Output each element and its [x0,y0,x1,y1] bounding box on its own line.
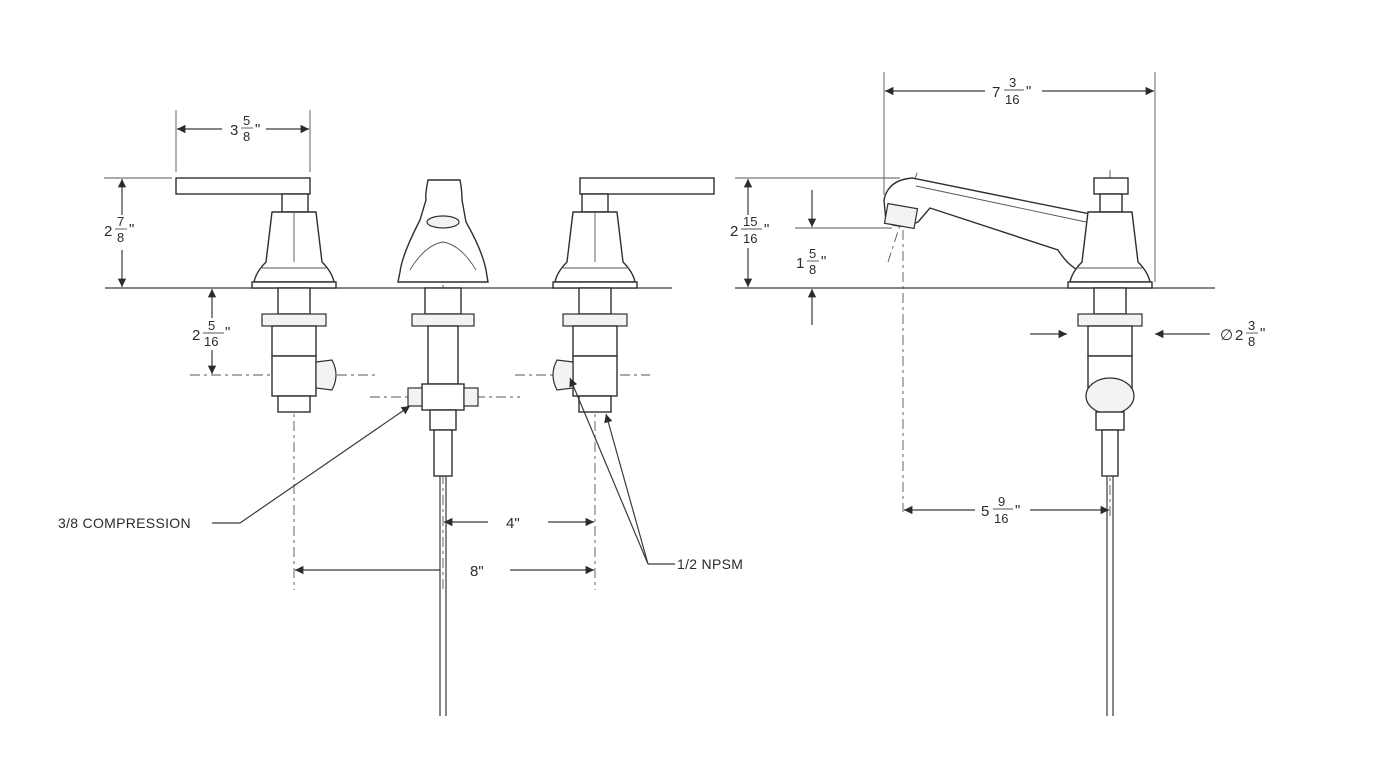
right-lever-handle [579,177,715,195]
dim-spout-center-whole: 5 [981,503,989,520]
dim-handle-width-num: 5 [243,113,250,128]
right-valve [552,177,715,413]
dim-aerator-height-unit: " [821,253,826,270]
callout-npsm: 1/2 NPSM [569,377,743,572]
dim-handle-width-den: 8 [243,129,250,144]
dim-handle-height: 2 7 8 " [104,177,172,287]
dim-base-diameter-num: 3 [1248,318,1255,333]
dim-spread-8: 8" [295,563,594,580]
dim-spout-height-whole: 2 [730,223,738,240]
dim-aerator-height-whole: 1 [796,255,804,272]
dim-below-deck-den: 16 [204,334,218,349]
dim-handle-height-den: 8 [117,230,124,245]
dim-below-deck-num: 5 [208,318,215,333]
dim-handle-width-unit: " [255,121,260,138]
callout-compression-label: 3/8 COMPRESSION [58,515,191,531]
right-handle-hub [581,193,609,213]
spout-body-front [397,179,489,283]
dim-spout-center-den: 16 [994,511,1008,526]
dim-spout-height-unit: " [764,221,769,238]
left-handle-hub [281,193,309,213]
front-spout [397,179,489,716]
dim-spout-height-num: 15 [743,214,757,229]
dim-spout-height: 2 15 16 " [730,177,900,287]
dim-handle-height-num: 7 [117,214,124,229]
dim-handle-width: 3 5 8 " [175,110,311,172]
dim-center-4-label: 4" [506,515,520,532]
dim-spout-reach-den: 16 [1005,92,1019,107]
dim-base-diameter-whole: 2 [1235,327,1243,344]
dim-base-diameter: ∅ 2 3 8 " [1030,318,1265,349]
left-lever-handle [175,177,311,195]
dim-base-diameter-unit: " [1260,325,1265,342]
dim-below-deck: 2 5 16 " [192,289,230,374]
dim-spout-center: 5 9 16 " [904,494,1110,526]
callout-npsm-label: 1/2 NPSM [677,556,743,572]
side-view: 7 3 16 " 2 15 16 " 1 5 8 " [730,72,1265,716]
dim-aerator-height: 1 5 8 " [795,190,892,325]
dim-spout-reach-unit: " [1026,83,1031,100]
dim-spread-8-label: 8" [470,563,484,580]
dim-spout-reach-num: 3 [1009,75,1016,90]
dim-handle-height-whole: 2 [104,223,112,240]
dim-spout-height-den: 16 [743,231,757,246]
dim-center-4: 4" [444,515,594,532]
left-valve [175,177,337,413]
dim-base-diameter-den: 8 [1248,334,1255,349]
dim-spout-center-num: 9 [998,494,1005,509]
front-view: 3 5 8 " 2 7 8 " 2 5 16 " [58,110,743,716]
dim-handle-width-whole: 3 [230,122,238,139]
dim-spout-center-unit: " [1015,502,1020,519]
dim-aerator-height-num: 5 [809,246,816,261]
dim-handle-height-unit: " [129,221,134,238]
dim-spout-reach: 7 3 16 " [883,72,1156,282]
dim-below-deck-unit: " [225,324,230,341]
side-handle-cap [1093,177,1129,195]
dim-base-diameter-prefix: ∅ [1220,327,1233,344]
dim-aerator-height-den: 8 [809,262,816,277]
dim-spout-reach-whole: 7 [992,84,1000,101]
dim-below-deck-whole: 2 [192,327,200,344]
callout-compression: 3/8 COMPRESSION [58,405,411,531]
